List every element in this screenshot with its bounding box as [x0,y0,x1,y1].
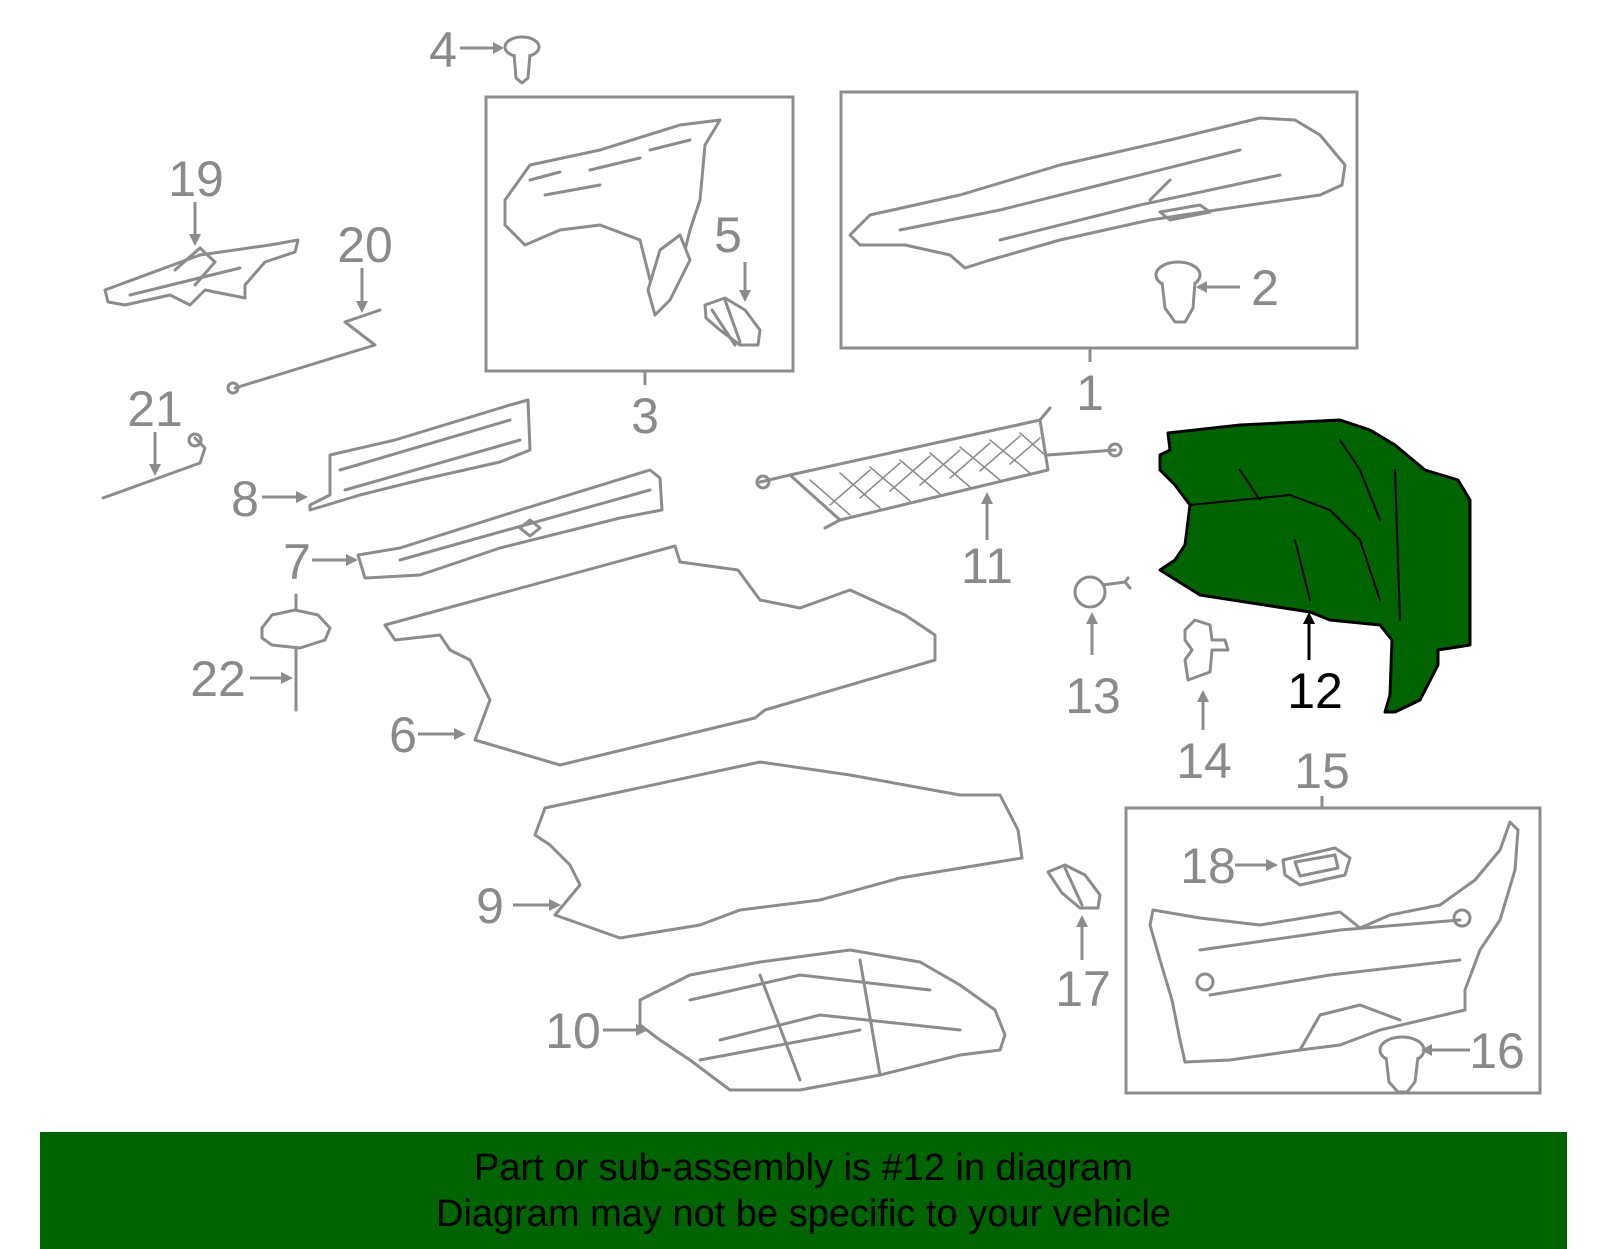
part-6-floor-mat [383,544,937,767]
callout-19: 19 [168,151,224,207]
callout-3: 3 [631,388,659,444]
callout-1: 1 [1076,365,1104,421]
part-15-trim-panel [1148,820,1520,1064]
part-2-clip [1154,260,1202,324]
callout-16: 16 [1469,1023,1525,1079]
callout-9: 9 [476,878,504,934]
callout-15: 15 [1294,743,1350,799]
part-20-handle [233,308,382,390]
part-19-jack [103,238,300,307]
part-13-clip [1073,575,1132,609]
callout-11: 11 [961,538,1013,594]
part-7-sill-plate [356,468,664,580]
callout-14: 14 [1176,733,1232,789]
part-22-bolt [260,593,332,712]
part-4-clip [503,35,541,85]
part-8-trim [308,398,532,512]
info-banner: Part or sub-assembly is #12 in diagram D… [40,1132,1567,1249]
callout-13: 13 [1065,668,1121,724]
banner-line-1: Part or sub-assembly is #12 in diagram [474,1146,1133,1189]
callout-8: 8 [231,471,259,527]
callout-18: 18 [1180,838,1236,894]
banner-line-2: Diagram may not be specific to your vehi… [436,1192,1171,1235]
callout-22: 22 [190,651,246,707]
part-3-panel [503,118,722,317]
callout-17: 17 [1055,961,1111,1017]
part-1-package-tray [848,116,1347,270]
callout-21: 21 [127,381,183,437]
part-12-trunk-side-trim [1158,418,1472,714]
assembly-box-15 [1124,806,1542,1095]
part-5-clip [703,296,762,347]
callout-5: 5 [714,207,742,263]
callout-7: 7 [283,534,311,590]
part-14-bracket [1183,618,1230,682]
part-18-cover [1281,846,1352,887]
callout-2: 2 [1251,260,1279,316]
callout-20: 20 [337,217,393,273]
part-9-floor-mat [533,760,1024,940]
part-10-storage-tray [638,948,1007,1092]
part-11-cargo-net [755,406,1123,530]
callout-12: 12 [1287,663,1343,719]
assembly-box-3 [484,95,795,373]
part-16-clip [1378,1035,1426,1094]
callout-4: 4 [429,22,457,78]
assembly-box-1 [839,90,1359,350]
callout-10: 10 [545,1003,601,1059]
part-17-clip [1046,863,1102,910]
callout-6: 6 [389,707,417,763]
